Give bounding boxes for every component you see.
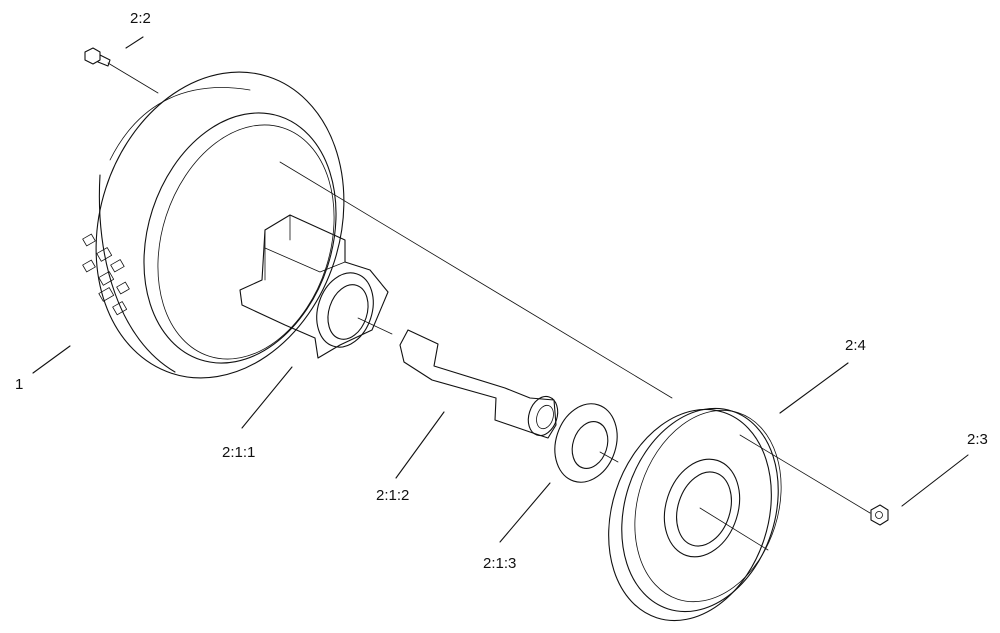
leader-2-1-3 (499, 482, 551, 543)
assembly-axis-line (279, 161, 673, 399)
nut-part-2-3 (870, 504, 889, 526)
callout-2-3: 2:3 (967, 431, 988, 448)
callout-2-2: 2:2 (130, 10, 151, 27)
bolt-part-2-2 (84, 47, 159, 94)
callout-2-1-3: 2:1:3 (483, 555, 517, 572)
tire-part-1 (82, 71, 345, 379)
leader-2-3 (901, 454, 969, 507)
leader-2-1-2 (395, 411, 445, 479)
callout-2-1-1: 2:1:1 (222, 444, 256, 461)
rim-part-2-4 (608, 407, 871, 622)
tire-tread (82, 233, 130, 316)
leader-1 (32, 345, 71, 374)
callout-2-4: 2:4 (845, 337, 866, 354)
callout-1: 1 (15, 376, 24, 393)
spacer-tube-part-2-1-2 (399, 329, 559, 439)
callout-2-1-2: 2:1:2 (376, 487, 410, 504)
leader-lines (32, 36, 969, 543)
leader-2-1-1 (241, 366, 293, 429)
leader-2-2 (125, 36, 144, 49)
leader-2-4 (779, 362, 849, 414)
hub-part-2-1-1 (239, 214, 393, 359)
washer-part-2-1-3 (554, 403, 619, 483)
